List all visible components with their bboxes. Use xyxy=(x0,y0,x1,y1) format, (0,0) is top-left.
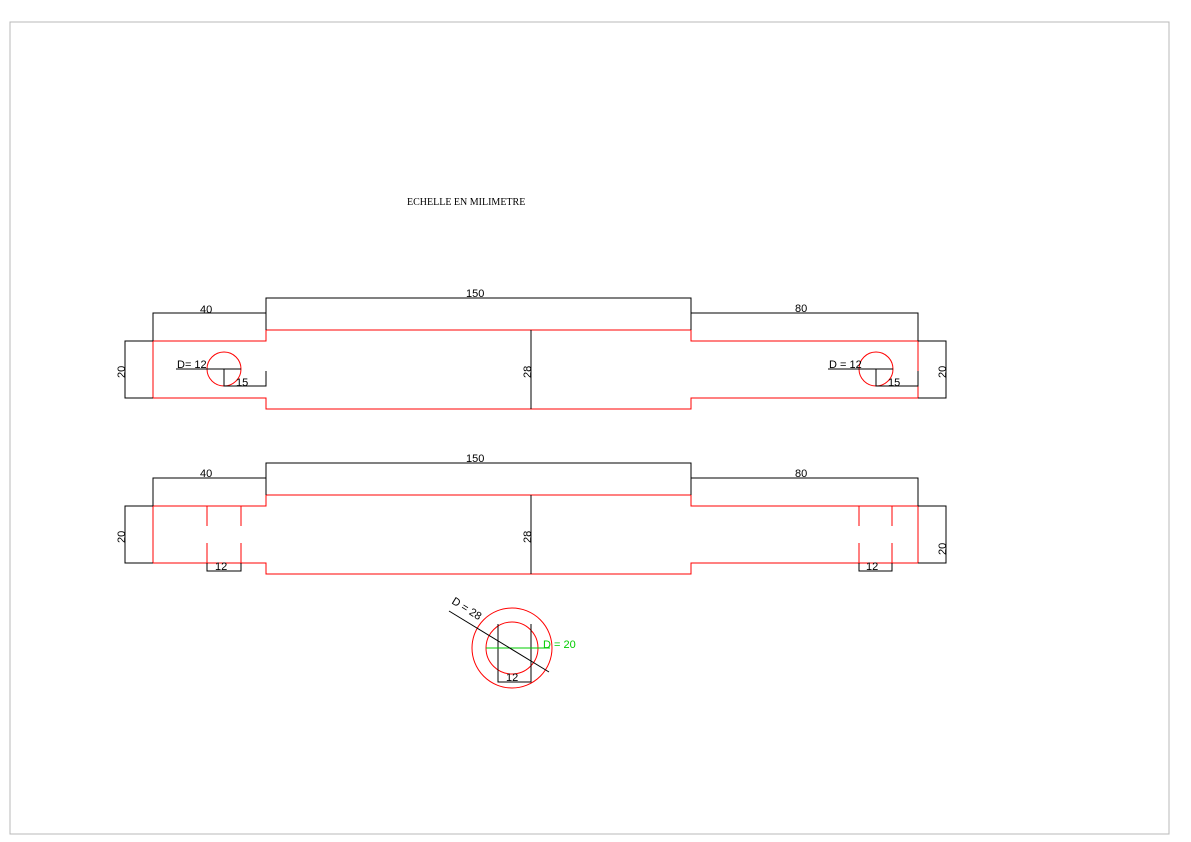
slot-right-width-label: 12 xyxy=(866,561,878,573)
dim-center-length-label: 150 xyxy=(466,288,484,300)
dim-right-height-line xyxy=(918,340,947,399)
slot-left-dim-line xyxy=(206,563,242,572)
hole-right-label: D = 12 xyxy=(829,359,862,371)
dim-center-length-label-2: 150 xyxy=(466,453,484,465)
dim-right-height-label: 20 xyxy=(937,366,949,378)
hole-left-label: D= 12 xyxy=(177,359,207,371)
section-outer-diameter-label: D = 28 xyxy=(449,595,483,623)
scale-title: ECHELLE EN MILIMETRE xyxy=(407,197,525,208)
section-outer-circle xyxy=(471,607,553,689)
hole-right-offset-label: 15 xyxy=(888,377,900,389)
shaft-top-outline xyxy=(152,329,919,410)
dim-left-height-label: 20 xyxy=(116,366,128,378)
center-diameter-label: 28 xyxy=(522,366,534,378)
section-slot-dim-line xyxy=(497,672,532,683)
slot-right-dim-line xyxy=(858,563,893,572)
drawing-frame xyxy=(9,21,1170,835)
section-view: 12 D = 20 D = 28 xyxy=(448,595,576,689)
hole-right-offset-line xyxy=(875,369,919,387)
dim-left-length-label-2: 40 xyxy=(200,468,212,480)
section-outer-diameter-leader xyxy=(448,610,550,673)
dim-left-length-label: 40 xyxy=(200,304,212,316)
hole-left-offset-label: 15 xyxy=(236,377,248,389)
dim-right-length-label: 80 xyxy=(795,303,807,315)
center-diameter-label-2: 28 xyxy=(522,531,534,543)
dim-right-height-line-2 xyxy=(918,505,947,564)
dim-center-length-line xyxy=(265,297,692,330)
dim-left-height-label-2: 20 xyxy=(116,531,128,543)
shaft-bottom-outline xyxy=(152,494,919,575)
dim-center-length-line-2 xyxy=(265,462,692,495)
dim-left-height-line xyxy=(124,340,153,399)
slot-right xyxy=(858,506,893,563)
section-inner-diameter-label: D = 20 xyxy=(543,639,576,651)
dim-right-length-line xyxy=(690,312,919,341)
hole-left-offset-line xyxy=(223,369,267,387)
dim-left-length-line-2 xyxy=(152,477,267,506)
dim-right-length-line-2 xyxy=(690,477,919,506)
slot-left-width-label: 12 xyxy=(215,561,227,573)
shaft-bottom-view: 28 40 150 80 20 20 12 12 xyxy=(116,453,949,575)
dim-left-length-line xyxy=(152,312,267,341)
shaft-top-view: 28 40 150 80 20 20 D= 12 15 D = 12 15 xyxy=(116,288,949,410)
dim-right-length-label-2: 80 xyxy=(795,468,807,480)
section-slot-width-label: 12 xyxy=(506,672,518,684)
dim-right-height-label-2: 20 xyxy=(937,543,949,555)
dim-left-height-line-2 xyxy=(124,505,153,564)
slot-left xyxy=(206,506,242,563)
